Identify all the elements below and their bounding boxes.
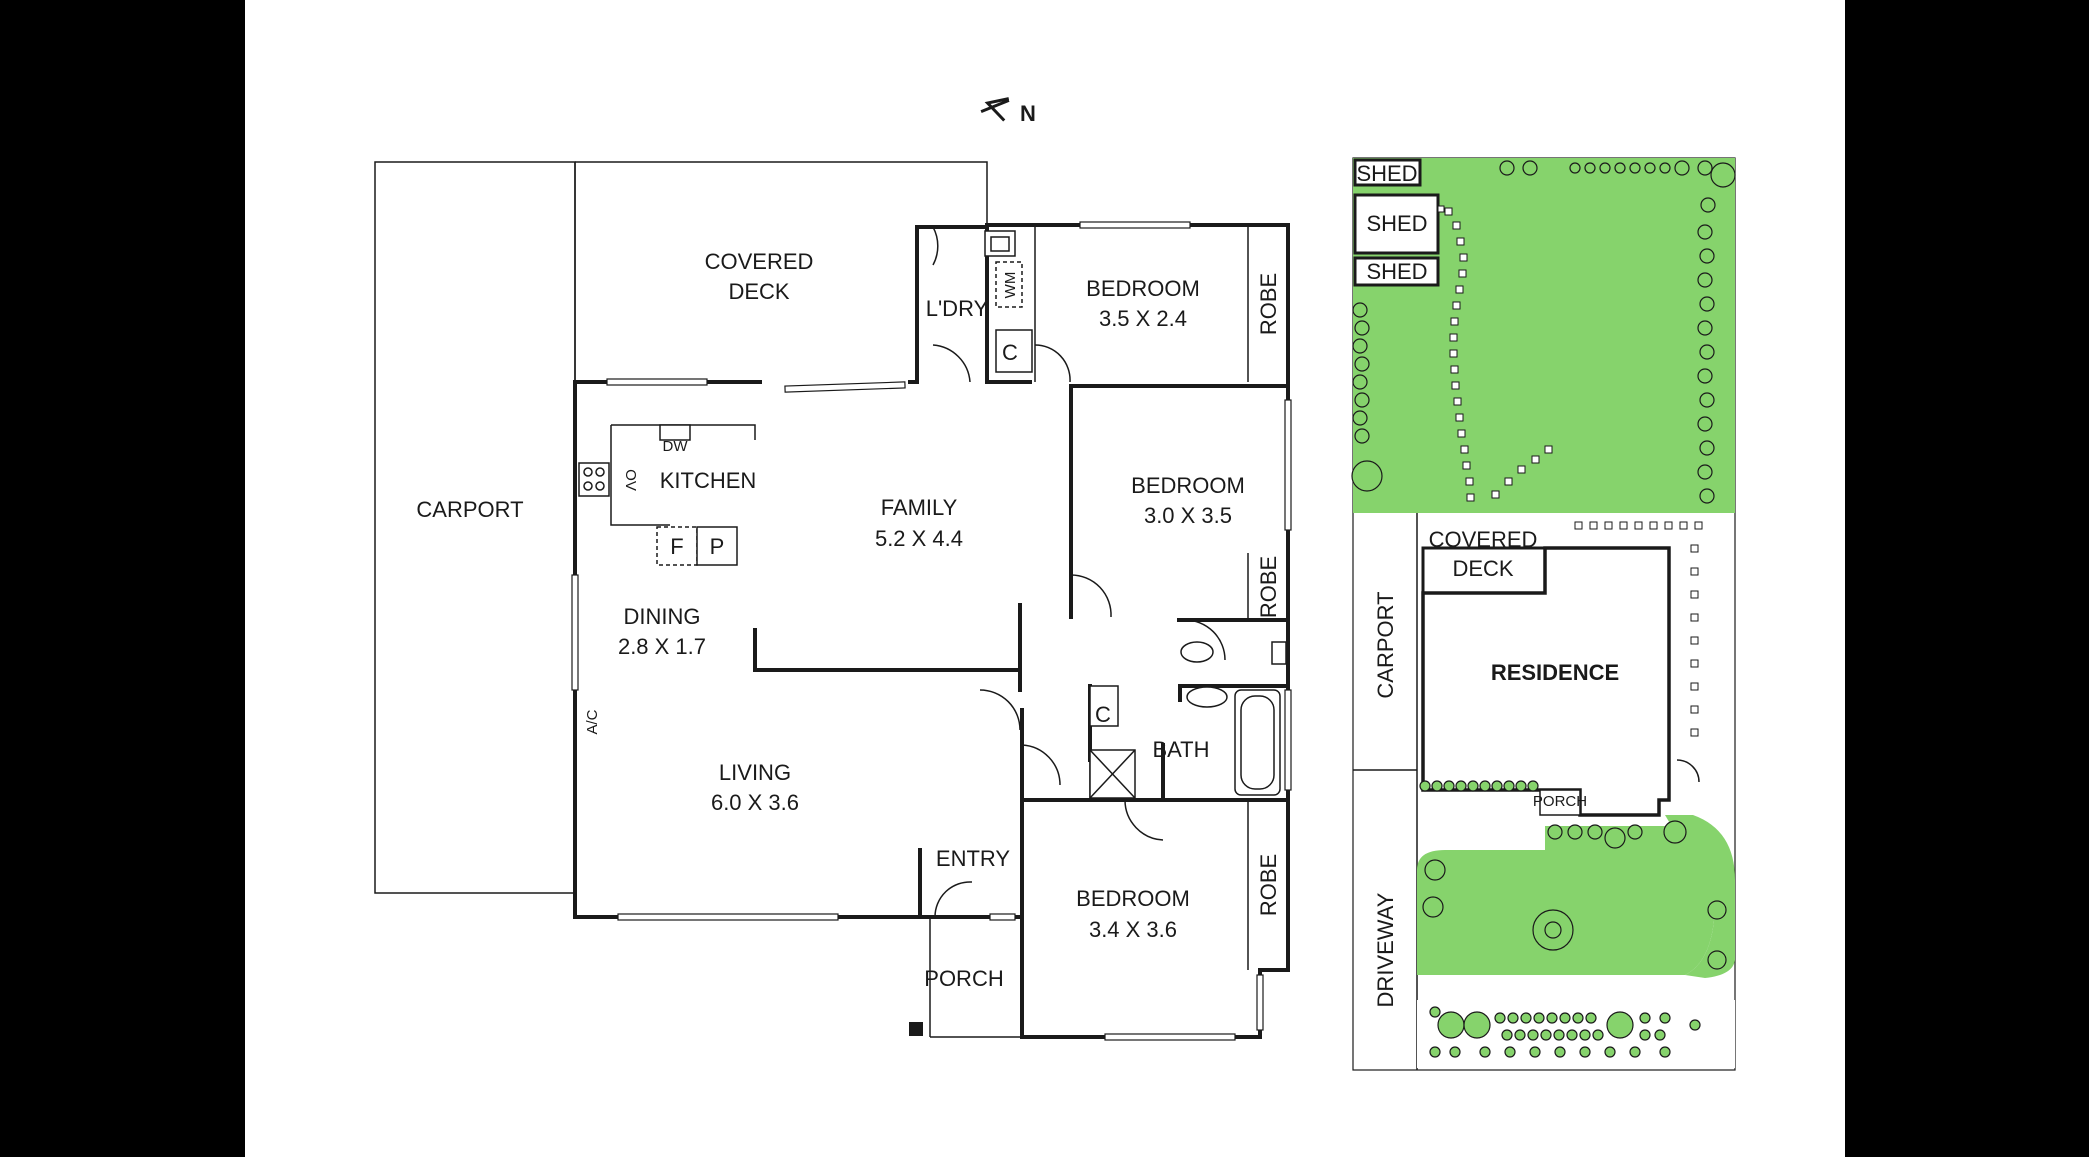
label-covered-deck-1: COVERED — [705, 249, 814, 274]
label-shed-1: SHED — [1356, 161, 1417, 186]
label-covered-deck-2: DECK — [728, 279, 789, 304]
label-kitchen: KITCHEN — [660, 468, 757, 493]
label-living-name: LIVING — [719, 760, 791, 785]
shed-2 — [1353, 193, 1440, 255]
north-label: N — [1020, 101, 1036, 126]
label-residence: RESIDENCE — [1491, 660, 1619, 685]
label-bedroom2-name: BEDROOM — [1131, 473, 1245, 498]
label-bedroom1-size: 3.5 X 2.4 — [1099, 306, 1187, 331]
shed-3 — [1353, 256, 1440, 287]
label-laundry-cupboard: C — [1002, 340, 1018, 365]
label-robe-2: ROBE — [1256, 556, 1281, 618]
label-entry: ENTRY — [936, 846, 1010, 871]
label-bedroom3-name: BEDROOM — [1076, 886, 1190, 911]
label-bath-cupboard: C — [1095, 702, 1111, 727]
carport-area — [374, 161, 576, 894]
side-path-stones — [1574, 521, 1703, 737]
residence-footprint — [1421, 546, 1671, 817]
label-dw: DW — [663, 438, 689, 455]
label-bedroom2-size: 3.0 X 3.5 — [1144, 503, 1232, 528]
floor-plan-sheet: N — [245, 0, 1845, 1157]
label-dining-size: 2.8 X 1.7 — [618, 634, 706, 659]
house-floor-plan: CARPORT COVERED DECK L'DRY WM C BEDROOM … — [374, 161, 1292, 1041]
label-bedroom3-size: 3.4 X 3.6 — [1089, 917, 1177, 942]
site-plan: SHED SHED SHED — [1351, 157, 1736, 1071]
floor-plan-drawing: N — [374, 97, 1736, 1071]
label-robe-3: ROBE — [1256, 854, 1281, 916]
covered-deck-outline — [575, 161, 988, 225]
label-family-size: 5.2 X 4.4 — [875, 526, 963, 551]
label-site-deck-1: COVERED — [1429, 527, 1538, 552]
label-pantry: P — [710, 534, 725, 559]
label-site-porch: PORCH — [1533, 793, 1587, 810]
label-wm: WM — [1002, 272, 1019, 299]
label-bath: BATH — [1152, 737, 1209, 762]
front-hedge — [1419, 780, 1539, 792]
front-lawn — [1417, 815, 1715, 975]
label-fridge: F — [670, 534, 683, 559]
label-family-name: FAMILY — [881, 495, 958, 520]
label-shed-3: SHED — [1366, 259, 1427, 284]
label-robe-1: ROBE — [1256, 273, 1281, 335]
site-porch — [1539, 789, 1581, 816]
label-dining-name: DINING — [624, 604, 701, 629]
label-site-deck-2: DECK — [1452, 556, 1513, 581]
label-living-size: 6.0 X 3.6 — [711, 790, 799, 815]
label-bedroom1-name: BEDROOM — [1086, 276, 1200, 301]
label-ac: A/C — [584, 709, 601, 734]
label-ov: OV — [622, 469, 639, 491]
label-site-carport: CARPORT — [1373, 591, 1398, 698]
stepping-stone-path — [1437, 205, 1553, 502]
north-arrow-icon — [980, 97, 1010, 122]
front-garden-trees — [1422, 820, 1727, 1058]
label-carport: CARPORT — [416, 497, 523, 522]
label-shed-2: SHED — [1366, 211, 1427, 236]
shed-1 — [1353, 158, 1422, 187]
label-porch: PORCH — [924, 966, 1003, 991]
label-laundry: L'DRY — [926, 296, 989, 321]
label-driveway: DRIVEWAY — [1373, 892, 1398, 1007]
backyard-trees — [1351, 160, 1736, 504]
